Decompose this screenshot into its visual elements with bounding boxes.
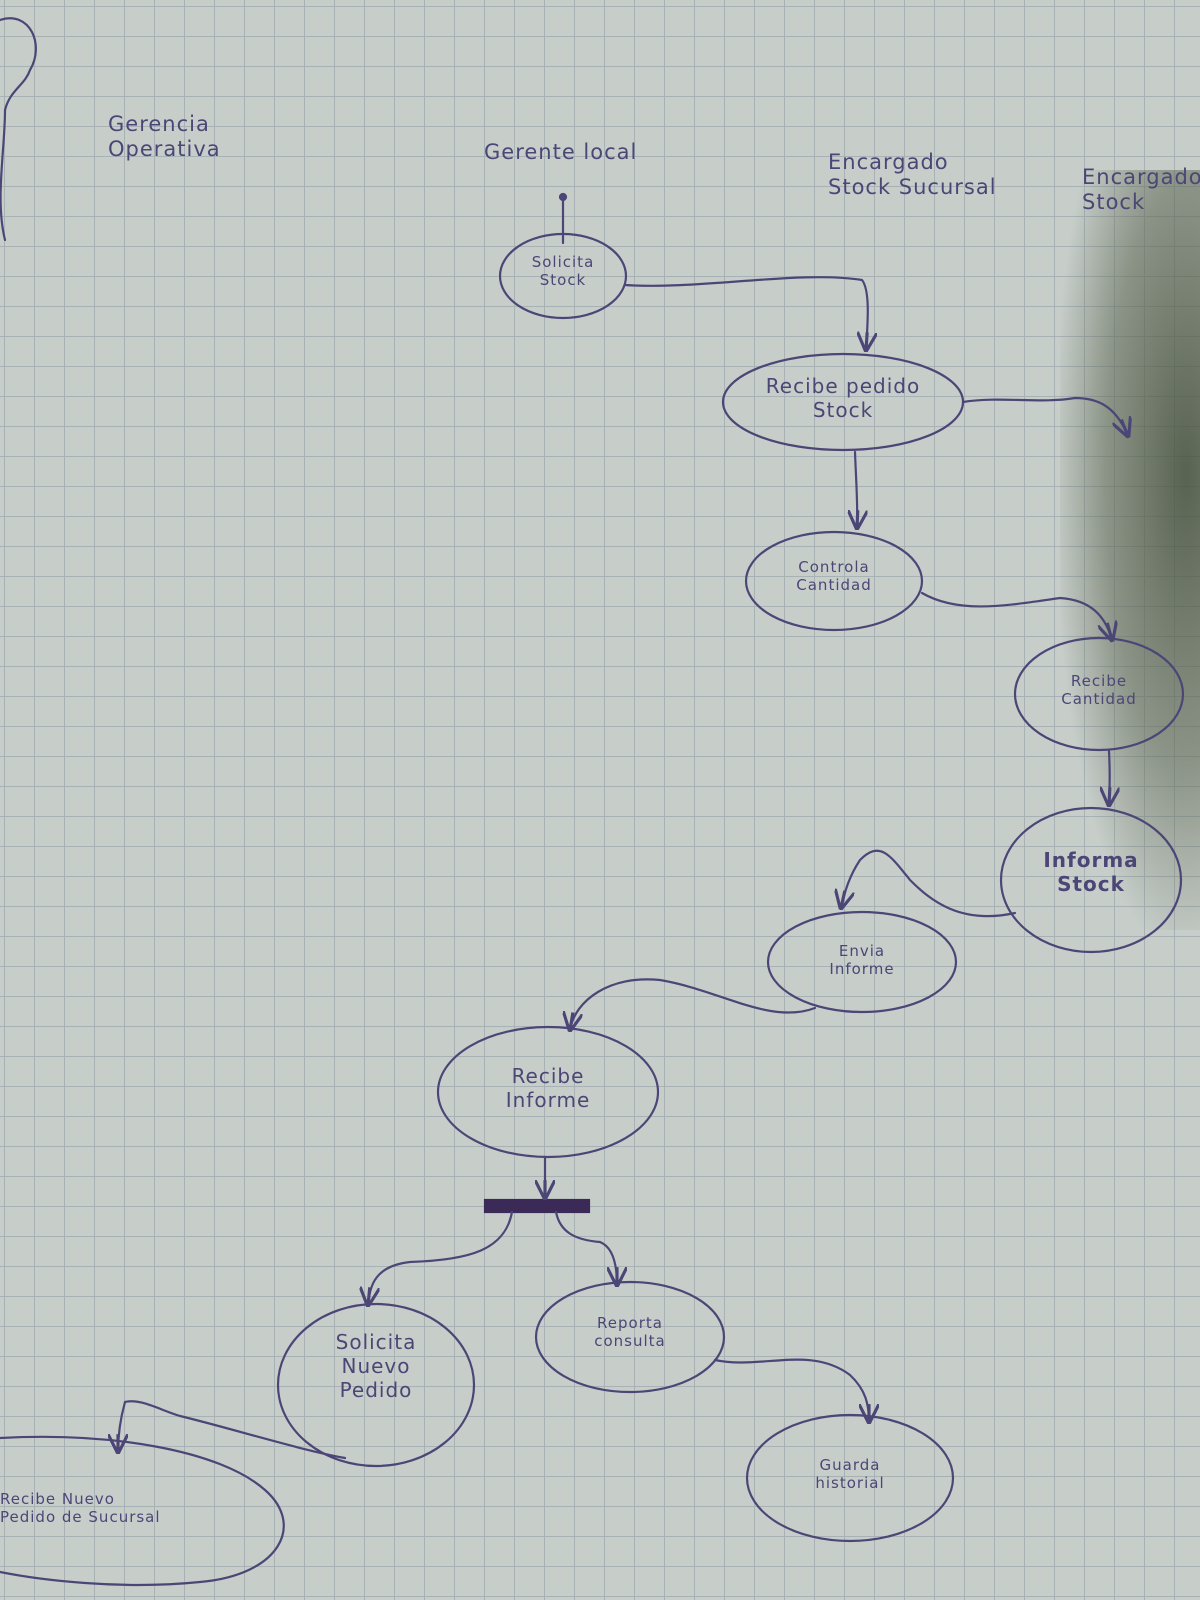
node-reporta-consulta-shape — [534, 1280, 726, 1394]
lane-label-gerente-local: Gerente local — [484, 140, 638, 164]
node-envia-informe-shape — [766, 910, 958, 1014]
node-reporta-consulta: Reporta consulta — [594, 1314, 666, 1350]
start-dot — [558, 192, 568, 202]
edge-solicita-to-recibe-stock — [623, 276, 868, 350]
edge-recibe-cantidad-to-informa — [1109, 749, 1110, 805]
edge-recibe-stock-outgoing — [961, 396, 1128, 436]
node-controla-cantidad: Controla Cantidad — [796, 558, 872, 594]
node-recibe-nuevo-pedido-shape — [0, 1435, 285, 1587]
edge-fork-to-reporta — [554, 1210, 617, 1285]
edge-recibe-stock-to-controla — [855, 450, 857, 528]
node-solicita-stock-shape — [498, 232, 628, 320]
lane-label-gerencia: Gerencia Operativa — [108, 112, 221, 162]
node-informa-stock-shape — [999, 806, 1183, 954]
node-recibe-stock: Recibe pedido Stock — [765, 374, 921, 422]
node-solicita-nuevo-pedido: Solicita Nuevo Pedido — [335, 1330, 417, 1402]
node-solicita-stock: Solicita Stock — [531, 253, 595, 289]
edge-reporta-to-guarda — [713, 1358, 869, 1422]
shadow-overlay — [1060, 170, 1200, 930]
lane-label-4: Encargado Stock — [1082, 165, 1200, 215]
node-envia-informe: Envia Informe — [829, 942, 895, 978]
lane-label-encargado: Encargado Stock Sucursal — [828, 150, 997, 200]
node-controla-cantidad-shape — [744, 530, 924, 632]
node-guarda-historial-shape — [745, 1413, 955, 1543]
edge-solicita-nuevo-to-recibe-nuevo — [118, 1400, 347, 1460]
fork-bar — [483, 1198, 591, 1214]
edge-curve-left — [0, 17, 37, 242]
node-recibe-nuevo-pedido: Recibe Nuevo Pedido de Sucursal — [0, 1490, 161, 1526]
node-recibe-informe: Recibe Informe — [505, 1064, 591, 1112]
node-informa-stock: Informa Stock — [1043, 848, 1139, 896]
edge-envia-to-recibe-informe — [570, 978, 817, 1030]
node-recibe-informe-shape — [436, 1025, 660, 1159]
node-recibe-cantidad: Recibe Cantidad — [1061, 672, 1137, 708]
edge-fork-to-solicita-nuevo — [368, 1210, 514, 1305]
node-guarda-historial: Guarda historial — [815, 1456, 885, 1492]
edge-informa-to-envia — [841, 849, 1017, 918]
edge-controla-to-recibe-cantidad — [920, 591, 1112, 640]
